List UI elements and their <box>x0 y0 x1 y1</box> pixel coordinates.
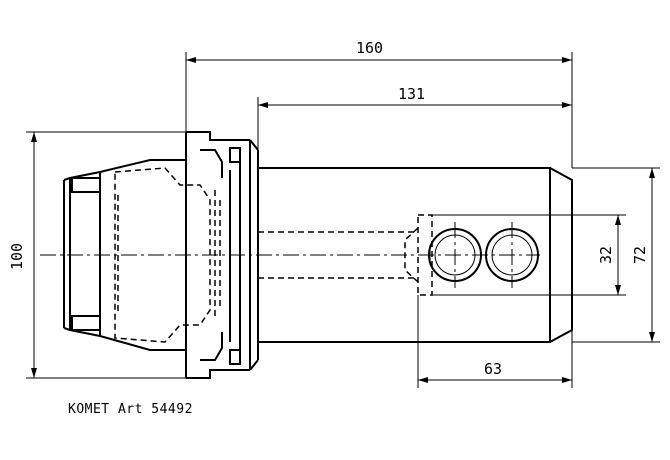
hidden-lines <box>114 167 433 343</box>
taper-shank <box>63 159 186 351</box>
label-body-length: 131 <box>398 85 425 103</box>
label-body-diameter: 72 <box>631 246 649 264</box>
label-overall-length: 160 <box>356 39 383 57</box>
dimension-body-length: 131 <box>257 85 572 150</box>
drawing-caption: KOMET Art 54492 <box>68 402 193 417</box>
label-head-length: 63 <box>484 360 502 378</box>
dimension-head-length: 63 <box>417 295 573 388</box>
label-flange-diameter: 100 <box>8 243 26 270</box>
dimension-bore-diameter: 32 <box>550 214 626 296</box>
dimension-flange-diameter: 100 <box>8 131 186 379</box>
label-bore-diameter: 32 <box>597 246 615 264</box>
dimension-overall-length: 160 <box>185 39 573 168</box>
dimension-body-diameter: 72 <box>572 167 660 343</box>
